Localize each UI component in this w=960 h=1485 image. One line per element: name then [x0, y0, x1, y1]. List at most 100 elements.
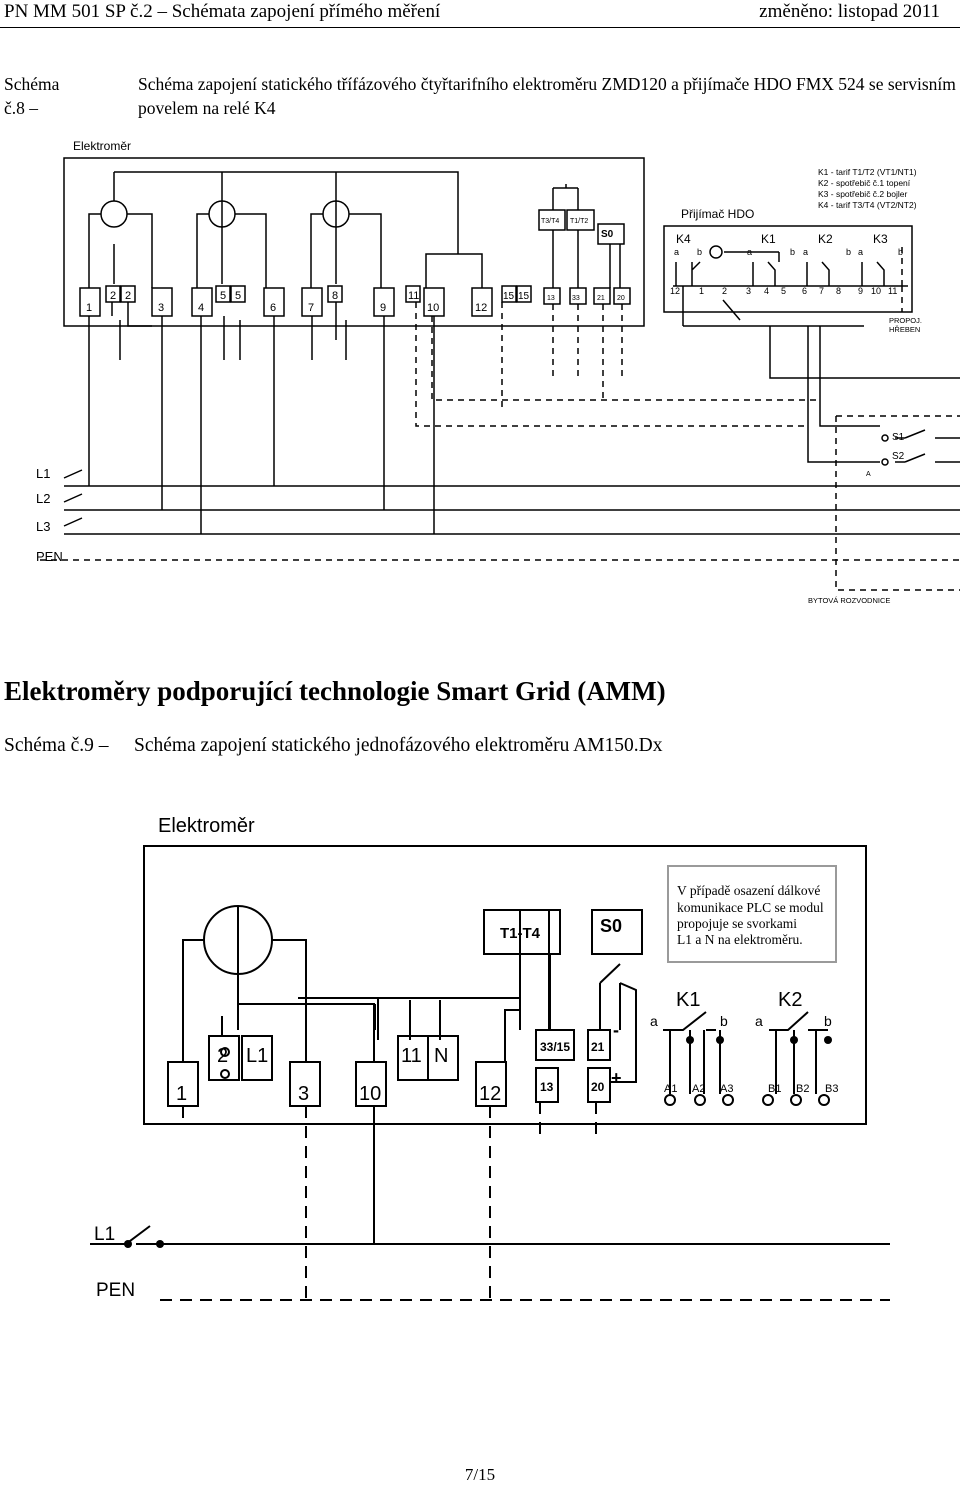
s9-term-21: 21 [591, 1040, 605, 1054]
s9-rt-b1: B1 [768, 1083, 781, 1095]
s9-term-12: 12 [479, 1083, 501, 1105]
scheme8-text: Schéma zapojení statického třífázového č… [138, 74, 956, 118]
s9-line-l1: L1 [94, 1224, 115, 1245]
s8-comb-1: PROPOJ. [889, 316, 922, 325]
s8-relay-k3: K3 [873, 232, 888, 246]
s9-term-1: 1 [176, 1083, 187, 1105]
s8-term-5a: 5 [220, 290, 226, 302]
s8-s0: S0 [601, 229, 614, 240]
s8-r-9: 9 [858, 286, 863, 296]
s8-r-4: 4 [764, 286, 769, 296]
s9-note-1: V případě osazení dálkové [677, 883, 820, 898]
s8-term-15a: 15 [503, 291, 515, 302]
scheme9-caption: Schéma č.9 – Schéma zapojení statického … [4, 735, 663, 757]
s8-term-10: 10 [427, 302, 439, 314]
s9-term-n: N [434, 1045, 448, 1067]
scheme8-legend-4: K4 - tarif T3/T4 (VT2/NT2) [818, 200, 917, 210]
s9-rt-a2: A2 [692, 1083, 705, 1095]
s8-term-12: 12 [475, 302, 487, 314]
s8-term-13: 13 [547, 295, 555, 302]
s9-term-2: 2 [217, 1045, 228, 1067]
scheme8-meter-box [63, 157, 645, 327]
s8-c-b2: b [790, 247, 795, 257]
s9-relay-k2: K2 [778, 989, 802, 1011]
s9-line-pen: PEN [96, 1280, 135, 1301]
s9-t1t4: T1-T4 [500, 925, 541, 942]
s8-c-b4: b [898, 247, 903, 257]
s9-note-2: komunikace PLC se modul [677, 900, 824, 915]
scheme9-number: Schéma č.9 – [4, 735, 109, 756]
s8-relay-k1: K1 [761, 232, 776, 246]
s9-relay-k1: K1 [676, 989, 700, 1011]
page-number: 7/15 [464, 1465, 496, 1484]
s9-term-l1: L1 [246, 1045, 268, 1067]
s8-term-33: 33 [572, 295, 580, 302]
s8-r-7: 7 [819, 286, 824, 296]
s8-r-2: 2 [722, 286, 727, 296]
s8-line-l1: L1 [36, 466, 50, 481]
s8-c-a4: a [858, 247, 863, 257]
s8-r-3: 3 [746, 286, 751, 296]
s8-term-8: 8 [332, 290, 338, 302]
s8-r-12: 12 [670, 286, 680, 296]
scheme8-legend-3: K3 - spotřebič č.2 bojler [818, 189, 907, 199]
s9-s0: S0 [600, 916, 622, 936]
s8-t3t4: T3/T4 [541, 218, 559, 225]
s8-s2: S2 [892, 451, 905, 462]
scheme8-receiver-label: Přijímač HDO [681, 207, 754, 221]
s8-r-1: 1 [699, 286, 704, 296]
s8-c-a3: a [803, 247, 808, 257]
s8-term-4: 4 [198, 302, 204, 314]
s9-term-3315: 33/15 [540, 1040, 570, 1054]
s8-r-10: 10 [871, 286, 881, 296]
s8-term-2b: 2 [125, 290, 131, 302]
scheme8-legend-1: K1 - tarif T1/T2 (VT1/NT1) [818, 167, 917, 177]
s9-c-a1: a [650, 1013, 658, 1029]
s9-rt-a1: A1 [664, 1083, 677, 1095]
s9-term-10: 10 [359, 1083, 381, 1105]
s8-r-8: 8 [836, 286, 841, 296]
s9-term-3: 3 [298, 1083, 309, 1105]
s8-line-l3: L3 [36, 519, 50, 534]
s8-a-mark: A [866, 471, 871, 478]
s8-term-9: 9 [380, 302, 386, 314]
header-left: PN MM 501 SP č.2 – Schémata zapojení pří… [4, 1, 441, 22]
s9-term-13: 13 [540, 1080, 554, 1094]
s9-note-4: L1 a N na elektroměru. [677, 932, 803, 947]
scheme9-text: Schéma zapojení statického jednofázového… [134, 735, 663, 756]
s8-term-6: 6 [270, 302, 276, 314]
s8-distribution-board: BYTOVÁ ROZVODNICE [808, 596, 890, 605]
s8-c-a1: a [674, 247, 679, 257]
s8-term-3: 3 [158, 302, 164, 314]
s8-c-a2: a [747, 247, 752, 257]
s8-r-11: 11 [888, 286, 897, 296]
scheme8-meter-label: Elektroměr [73, 139, 131, 153]
s9-rt-a3: A3 [720, 1083, 733, 1095]
s9-meter-label: Elektroměr [158, 815, 255, 837]
section-title: Elektroměry podporující technologie Smar… [4, 676, 666, 706]
s8-term-2a: 2 [110, 290, 116, 302]
scheme8-number: Schéma č.8 – [4, 74, 60, 118]
s8-comb-2: HŘEBEN [889, 325, 920, 334]
s8-term-7: 7 [308, 302, 314, 314]
header-rule [0, 27, 960, 28]
s8-term-1: 1 [86, 302, 92, 314]
s8-line-l2: L2 [36, 491, 50, 506]
s9-rt-b2: B2 [796, 1083, 809, 1095]
s8-term-20: 20 [617, 295, 625, 302]
s9-term-11: 11 [401, 1045, 422, 1067]
s8-term-11: 11 [408, 290, 419, 302]
s8-relay-k2: K2 [818, 232, 833, 246]
s8-line-pen: PEN [36, 549, 63, 564]
page-header: PN MM 501 SP č.2 – Schémata zapojení pří… [0, 0, 960, 28]
s9-sign-minus: - [613, 1020, 619, 1040]
s9-c-b2: b [824, 1013, 832, 1029]
s8-s1: S1 [892, 432, 905, 443]
s9-c-a2: a [755, 1013, 763, 1029]
s9-sign-plus: + [611, 1068, 622, 1088]
s8-r-6: 6 [802, 286, 807, 296]
s9-c-b1: b [720, 1013, 728, 1029]
s8-term-21: 21 [597, 295, 605, 302]
s9-note-3: propojuje se svorkami [677, 916, 797, 931]
s9-rt-b3: B3 [825, 1083, 838, 1095]
